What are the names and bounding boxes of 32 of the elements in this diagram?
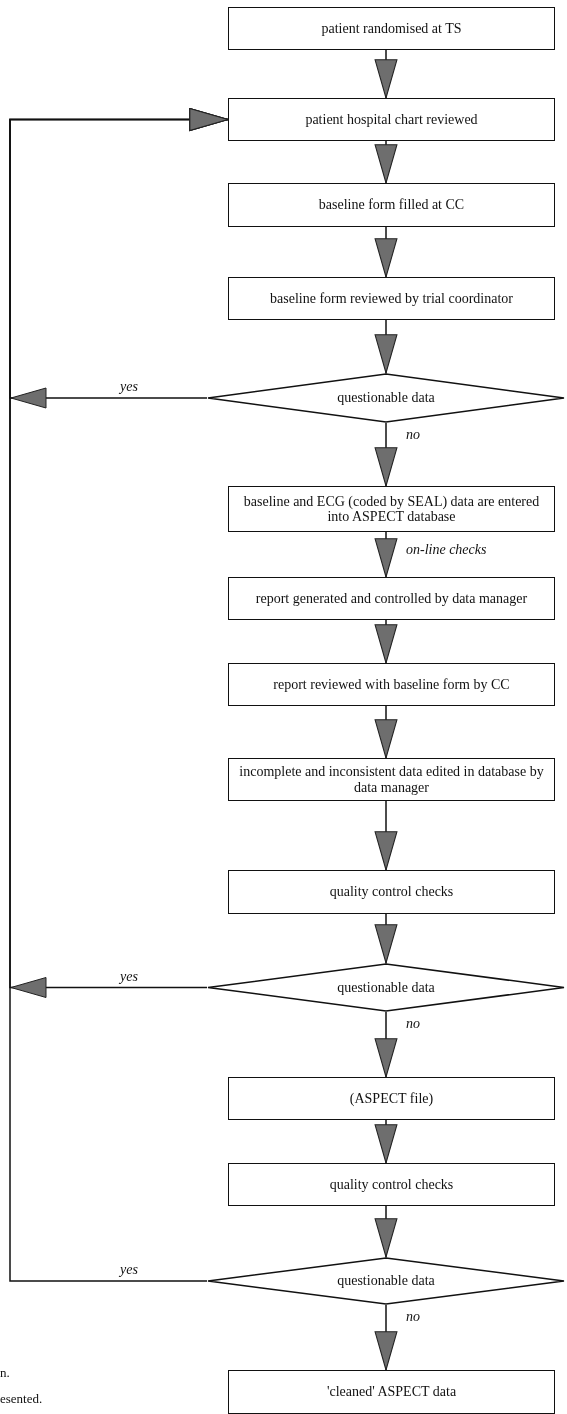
process-box <box>228 577 555 620</box>
note-text: esented. <box>0 1392 43 1407</box>
process-box <box>228 1370 555 1414</box>
step-text: 'cleaned' ASPECT data <box>325 1384 458 1400</box>
process-box <box>228 1077 555 1120</box>
process-box <box>228 98 555 141</box>
step-text: incomplete and inconsistent data edited in database by data manager <box>238 764 545 795</box>
process-box <box>228 870 555 914</box>
step-text: questionable data <box>336 979 436 996</box>
step-text: quality control checks <box>328 884 455 900</box>
process-box <box>228 663 555 706</box>
step-text: baseline form reviewed by trial coordinator <box>269 290 514 307</box>
step-text: report reviewed with baseline form by CC <box>272 676 511 693</box>
decision-diamond <box>207 963 565 1012</box>
decision-diamond <box>207 1257 565 1305</box>
step-text: baseline and ECG (coded by SEAL) data are entered into ASPECT database <box>242 493 541 525</box>
step-text: (ASPECT file) <box>348 1090 435 1107</box>
process-box <box>228 486 555 532</box>
step-text: patient hospital chart reviewed <box>304 111 479 128</box>
process-box <box>228 183 555 227</box>
step-text: baseline form filled at CC <box>317 197 466 213</box>
process-box <box>228 277 555 320</box>
process-box <box>228 7 555 50</box>
step-text: quality control checks <box>328 1176 455 1193</box>
note-text: n. <box>0 1366 10 1381</box>
step-text: questionable data <box>336 1273 436 1289</box>
step-text: patient randomised at TS <box>320 20 463 37</box>
step-text: report generated and controlled by data manager <box>254 590 529 607</box>
decision-diamond <box>207 373 565 423</box>
step-text: questionable data <box>336 390 436 406</box>
process-box <box>228 758 555 801</box>
process-box <box>228 1163 555 1206</box>
